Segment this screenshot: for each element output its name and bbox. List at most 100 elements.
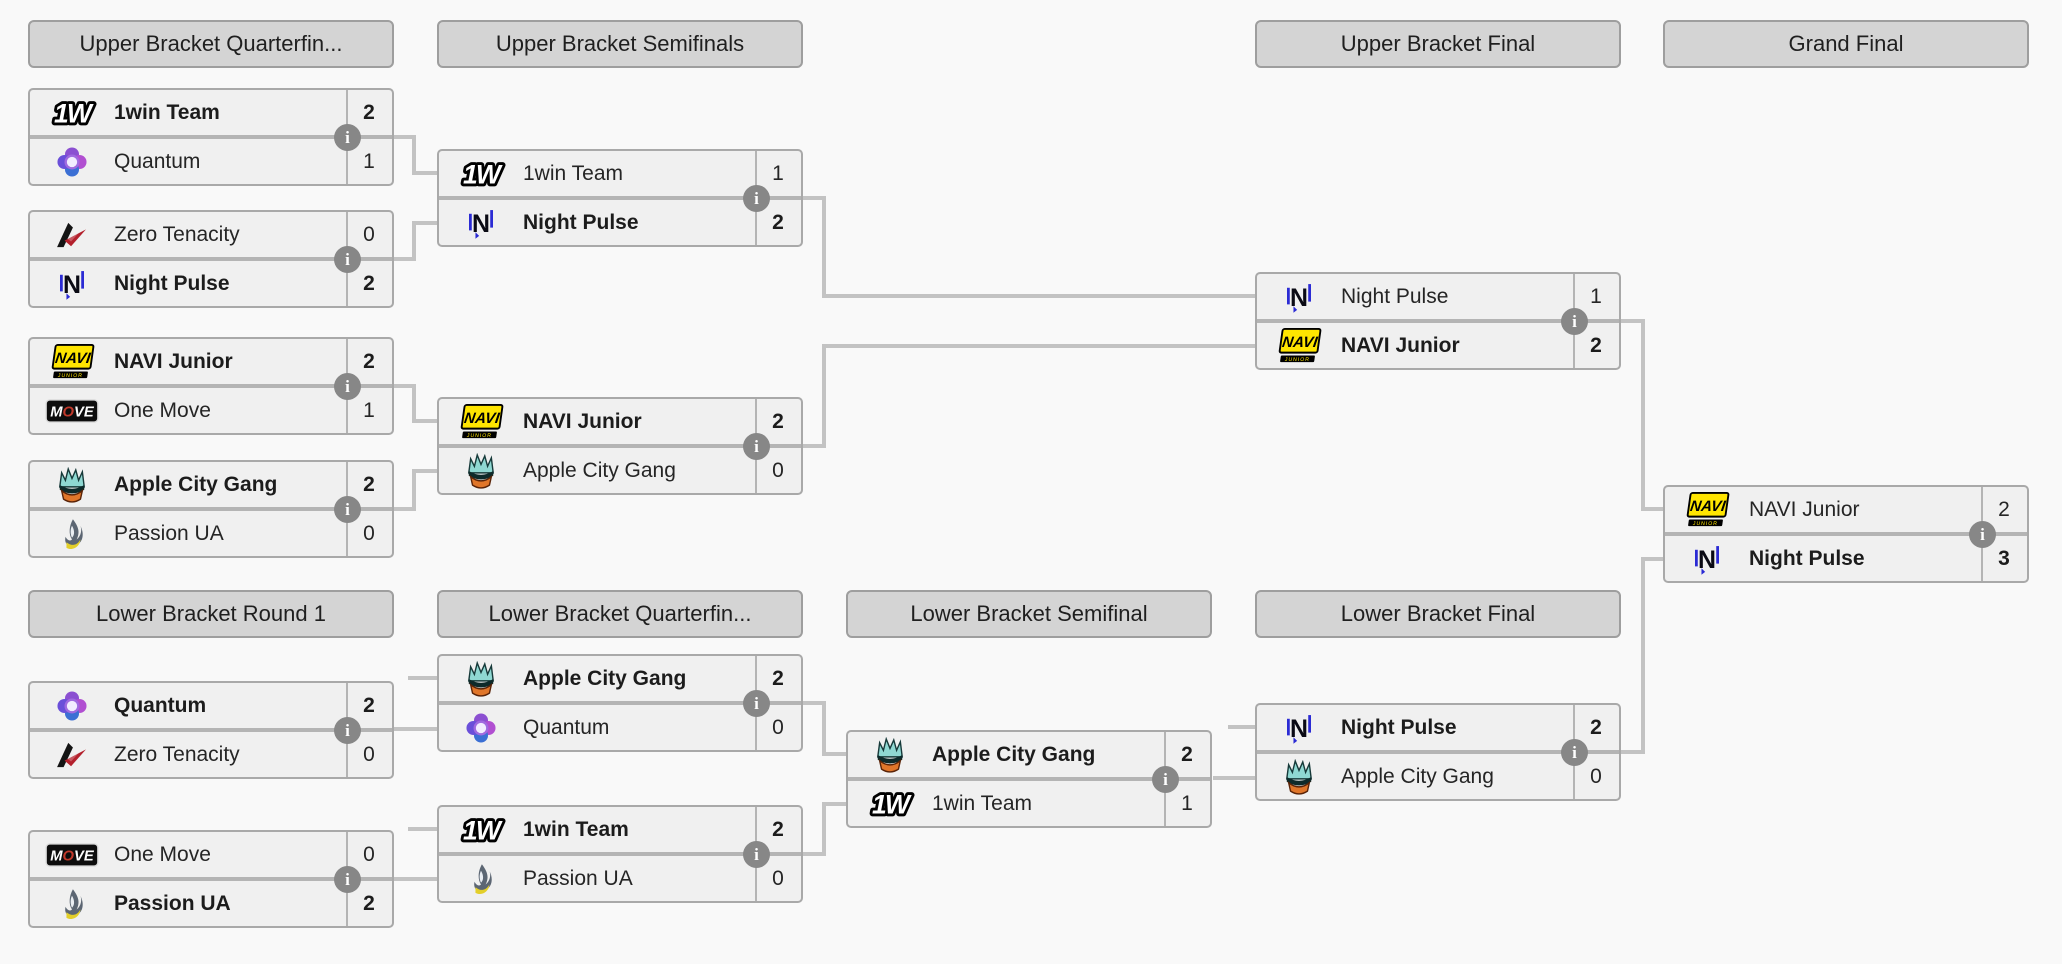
match-lb-round1-1[interactable]: Quantum 2 Zero Tenacity 0 i: [28, 681, 394, 779]
bracket-connector: [412, 469, 416, 511]
match-lb-semifinal[interactable]: Apple City Gang 2 1win Team 1 i: [846, 730, 1212, 828]
team-score: 2: [1590, 715, 1602, 739]
team-name: NAVI Junior: [523, 409, 642, 433]
match-slot-bottom: Night Pulse 2: [30, 261, 392, 306]
team-score: 0: [772, 458, 784, 482]
match-info-icon[interactable]: i: [334, 496, 361, 523]
team-score: 2: [363, 100, 375, 124]
bracket-connector: [1621, 319, 1645, 323]
match-ub-quarterfinal-4[interactable]: Apple City Gang 2 Passion UA 0 i: [28, 460, 394, 558]
apple-city-gang-logo-icon: [439, 453, 523, 489]
match-slot-top: Night Pulse 1: [1257, 274, 1619, 319]
match-slot-top: Apple City Gang 2: [439, 656, 801, 701]
match-lb-quarterfinal-2[interactable]: 1win Team 2 Passion UA 0 i: [437, 805, 803, 903]
navi-junior-logo-icon: [30, 344, 114, 380]
team-name: Apple City Gang: [114, 472, 278, 496]
team-score: 2: [1998, 497, 2010, 521]
team-score: 2: [772, 409, 784, 433]
match-slot-bottom: NAVI Junior 2: [1257, 323, 1619, 368]
match-ub-semifinal-1[interactable]: 1win Team 1 Night Pulse 2 i: [437, 149, 803, 247]
team-name: Night Pulse: [1341, 715, 1457, 739]
row-divider: [439, 444, 801, 448]
team-name: Quantum: [114, 693, 207, 717]
match-slot-top: Zero Tenacity 0: [30, 212, 392, 257]
1win-team-logo-icon: [439, 157, 523, 191]
team-score: 1: [772, 161, 784, 185]
match-info-icon[interactable]: i: [1969, 521, 1996, 548]
row-divider: [439, 852, 801, 856]
team-score: 0: [363, 842, 375, 866]
team-score: 1: [363, 398, 375, 422]
match-ub-quarterfinal-2[interactable]: Zero Tenacity 0 Night Pulse 2 i: [28, 210, 394, 308]
1win-team-logo-icon: [439, 813, 523, 847]
match-ub-final[interactable]: Night Pulse 1 NAVI Junior 2 i: [1255, 272, 1621, 370]
match-info-icon[interactable]: i: [334, 866, 361, 893]
match-info-icon[interactable]: i: [334, 373, 361, 400]
team-score: 2: [772, 666, 784, 690]
match-slot-top: Night Pulse 2: [1257, 705, 1619, 750]
quantum-logo-icon: [30, 690, 114, 722]
team-score: 0: [772, 866, 784, 890]
row-divider: [1257, 319, 1619, 323]
bracket-connector: [412, 419, 437, 423]
apple-city-gang-logo-icon: [439, 661, 523, 697]
navi-junior-logo-icon: [1257, 328, 1341, 364]
team-score: 1: [363, 149, 375, 173]
match-info-icon[interactable]: i: [1561, 308, 1588, 335]
quantum-logo-icon: [439, 712, 523, 744]
bracket-connector: [1641, 507, 1663, 511]
night-pulse-logo-icon: [30, 268, 114, 300]
match-info-icon[interactable]: i: [334, 124, 361, 151]
match-slot-bottom: Night Pulse 3: [1665, 536, 2027, 581]
match-lb-quarterfinal-1[interactable]: Apple City Gang 2 Quantum 0 i: [437, 654, 803, 752]
row-divider: [30, 135, 392, 139]
team-name: Apple City Gang: [523, 666, 687, 690]
zero-tenacity-logo-icon: [30, 221, 114, 249]
1win-team-logo-icon: [30, 96, 114, 130]
match-slot-bottom: 1win Team 1: [848, 781, 1210, 826]
row-divider: [439, 701, 801, 705]
bracket-connector: [412, 469, 437, 473]
round-header-upper-final: Upper Bracket Final: [1255, 20, 1621, 68]
team-name: 1win Team: [523, 161, 623, 185]
navi-junior-logo-icon: [1665, 492, 1749, 528]
bracket-connector: [1621, 750, 1645, 754]
match-lb-round1-2[interactable]: One Move 0 Passion UA 2 i: [28, 830, 394, 928]
match-info-icon[interactable]: i: [743, 690, 770, 717]
bracket-connector: [822, 802, 826, 856]
match-ub-semifinal-2[interactable]: NAVI Junior 2 Apple City Gang 0 i: [437, 397, 803, 495]
team-name: Passion UA: [114, 521, 224, 545]
team-name: Night Pulse: [114, 271, 230, 295]
match-slot-bottom: One Move 1: [30, 388, 392, 433]
match-info-icon[interactable]: i: [1152, 766, 1179, 793]
team-name: Night Pulse: [523, 210, 639, 234]
one-move-logo-icon: [30, 843, 114, 867]
round-header-lower-quarterfinals: Lower Bracket Quarterfin...: [437, 590, 803, 638]
match-info-icon[interactable]: i: [334, 246, 361, 273]
team-score: 0: [363, 521, 375, 545]
match-info-icon[interactable]: i: [334, 717, 361, 744]
match-info-icon[interactable]: i: [1561, 739, 1588, 766]
team-name: 1win Team: [932, 791, 1032, 815]
match-slot-bottom: Zero Tenacity 0: [30, 732, 392, 777]
passion-ua-logo-icon: [439, 863, 523, 895]
match-slot-top: NAVI Junior 2: [1665, 487, 2027, 532]
match-ub-quarterfinal-3[interactable]: NAVI Junior 2 One Move 1 i: [28, 337, 394, 435]
match-lb-final[interactable]: Night Pulse 2 Apple City Gang 0 i: [1255, 703, 1621, 801]
match-slot-top: 1win Team 2: [30, 90, 392, 135]
round-header-upper-semifinals: Upper Bracket Semifinals: [437, 20, 803, 68]
bracket-connector: [394, 507, 416, 511]
match-info-icon[interactable]: i: [743, 185, 770, 212]
row-divider: [30, 507, 392, 511]
match-ub-quarterfinal-1[interactable]: 1win Team 2 Quantum 1 i: [28, 88, 394, 186]
match-info-icon[interactable]: i: [743, 841, 770, 868]
match-slot-top: One Move 0: [30, 832, 392, 877]
team-name: Apple City Gang: [932, 742, 1096, 766]
bracket-connector: [802, 444, 826, 448]
bracket-connector: [394, 257, 416, 261]
team-name: Zero Tenacity: [114, 222, 240, 246]
match-info-icon[interactable]: i: [743, 433, 770, 460]
apple-city-gang-logo-icon: [848, 737, 932, 773]
match-grand-final[interactable]: NAVI Junior 2 Night Pulse 3 i: [1663, 485, 2029, 583]
